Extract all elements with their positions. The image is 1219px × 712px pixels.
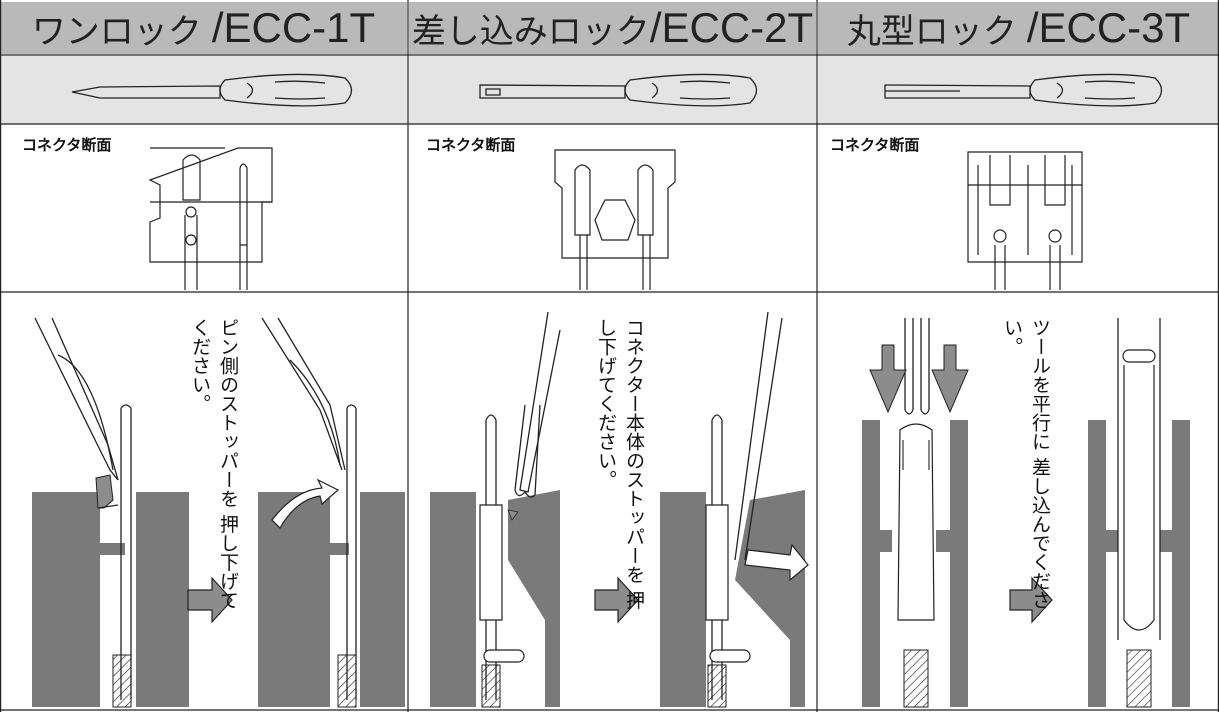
title-jp: 差し込みロック [411,11,650,52]
title-code: /ECC-1T [211,4,376,51]
title-code: /ECC-3T [1026,4,1191,51]
tool-row-ecc-2t [409,56,816,124]
step-ecc-3t-before [862,318,969,708]
instruction-line-1: コネクター本体のストッパーを [623,318,645,584]
cross-section-ecc-1t [148,147,273,290]
step-ecc-1t-before [32,317,189,708]
step-ecc-2t-after [660,311,809,708]
tool-ecc-3t [884,73,1163,107]
header-ecc-3t: 丸型ロック /ECC-3T [818,2,1219,54]
section-label-ecc-1t: コネクタ断面 [22,136,112,154]
tool-ecc-2t [479,73,758,107]
title-jp: ワンロック [31,11,202,52]
instruction-line-1: ピン側のストッパーを [217,318,239,508]
title-code: /ECC-2T [649,4,814,51]
arrow-right-3 [1009,576,1053,624]
tool-row-ecc-1t [0,56,407,124]
tool-ecc-1t [71,73,353,107]
section-label-ecc-3t: コネクタ断面 [830,136,920,154]
instruction-ecc-2t: コネクター本体のストッパーを 押し下げてください。 [592,318,648,618]
step-ecc-1t-after [258,317,405,708]
instruction-ecc-3t: ツールを平行に 差し込んでください。 [998,318,1054,618]
title-jp: 丸型ロック [846,11,1017,52]
step-ecc-3t-after [1088,318,1190,708]
instruction-line-2: 押し下げてください。 [189,318,239,610]
arrow-right-2 [594,576,639,624]
arrow-right-1 [187,576,233,624]
header-ecc-2t: 差し込みロック /ECC-2T [409,2,816,54]
cross-section-ecc-3t [967,151,1083,290]
header-ecc-1t: ワンロック /ECC-1T [0,2,407,54]
section-label-ecc-2t: コネクタ断面 [426,136,516,154]
instruction-line-2: 押し下げてください。 [595,318,645,610]
instruction-line-1: ツールを平行に [1029,318,1051,451]
cross-section-ecc-2t [554,149,676,290]
step-ecc-2t-before [430,311,561,708]
instruction-line-2: 差し込んでください。 [1001,318,1051,610]
instruction-ecc-1t: ピン側のストッパーを 押し下げてください。 [186,318,242,618]
